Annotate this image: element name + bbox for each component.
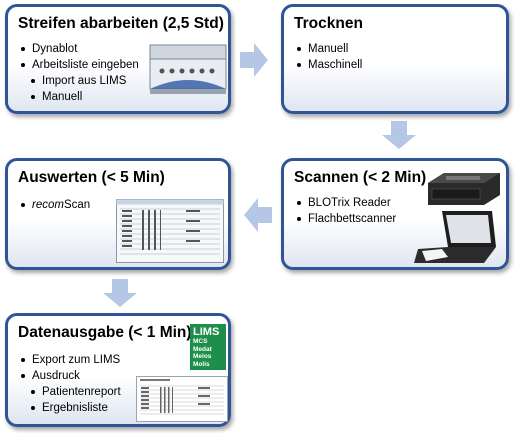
list-item: Ausdruck bbox=[20, 368, 121, 384]
step-trocknen: Trocknen Manuell Maschinell bbox=[281, 4, 509, 114]
list-item: Dynablot bbox=[20, 41, 139, 57]
step-datenausgabe: Datenausgabe (< 1 Min) Export zum LIMS A… bbox=[5, 313, 231, 427]
step-title: Datenausgabe (< 1 Min) bbox=[18, 324, 192, 341]
dynablot-device-image bbox=[149, 44, 227, 94]
lims-logo-line: Melos bbox=[193, 353, 212, 360]
list-item: BLOTrix Reader bbox=[296, 195, 396, 211]
list-item: Import aus LIMS bbox=[30, 73, 139, 89]
blotrix-reader-image bbox=[428, 173, 500, 205]
list-item: Manuell bbox=[30, 89, 139, 105]
scan-text: Scan bbox=[63, 199, 91, 211]
list-item: Flachbettscanner bbox=[296, 211, 396, 227]
step-scannen: Scannen (< 2 Min) BLOTrix Reader Flachbe… bbox=[281, 158, 509, 270]
step-title: Scannen (< 2 Min) bbox=[294, 169, 427, 186]
lims-logo-line: Molis bbox=[193, 360, 210, 368]
list-item: Manuell bbox=[296, 41, 362, 57]
step-title: Trocknen bbox=[294, 15, 363, 32]
report-document-image bbox=[136, 376, 228, 422]
list-item: Ergebnisliste bbox=[30, 400, 121, 416]
recom-italic-text: recom bbox=[32, 199, 64, 211]
flatbed-scanner-image bbox=[414, 211, 496, 263]
lims-logo-line: MCS bbox=[193, 338, 208, 345]
recomscan-screenshot-image bbox=[116, 199, 224, 263]
arrow-down bbox=[103, 279, 137, 307]
step-auswerten: Auswerten (< 5 Min) recomScan bbox=[5, 158, 231, 270]
list-item: Maschinell bbox=[296, 57, 362, 73]
list-item: Arbeitsliste eingeben bbox=[20, 57, 139, 73]
step-title: Streifen abarbeiten (2,5 Std) bbox=[18, 15, 224, 32]
arrow-down bbox=[382, 121, 416, 149]
step-streifen-abarbeiten: Streifen abarbeiten (2,5 Std) Dynablot A… bbox=[5, 4, 231, 114]
list-item: recomScan bbox=[20, 197, 90, 213]
lims-logo-title: LIMS bbox=[193, 326, 220, 338]
lims-logo-line: Medat bbox=[193, 345, 212, 353]
lims-logo: LIMS MCS Medat Melos Molis bbox=[190, 324, 226, 370]
arrow-right bbox=[240, 43, 268, 77]
arrow-left bbox=[244, 198, 272, 232]
list-item: Export zum LIMS bbox=[20, 352, 121, 368]
list-item: Patientenreport bbox=[30, 384, 121, 400]
step-title: Auswerten (< 5 Min) bbox=[18, 169, 165, 186]
